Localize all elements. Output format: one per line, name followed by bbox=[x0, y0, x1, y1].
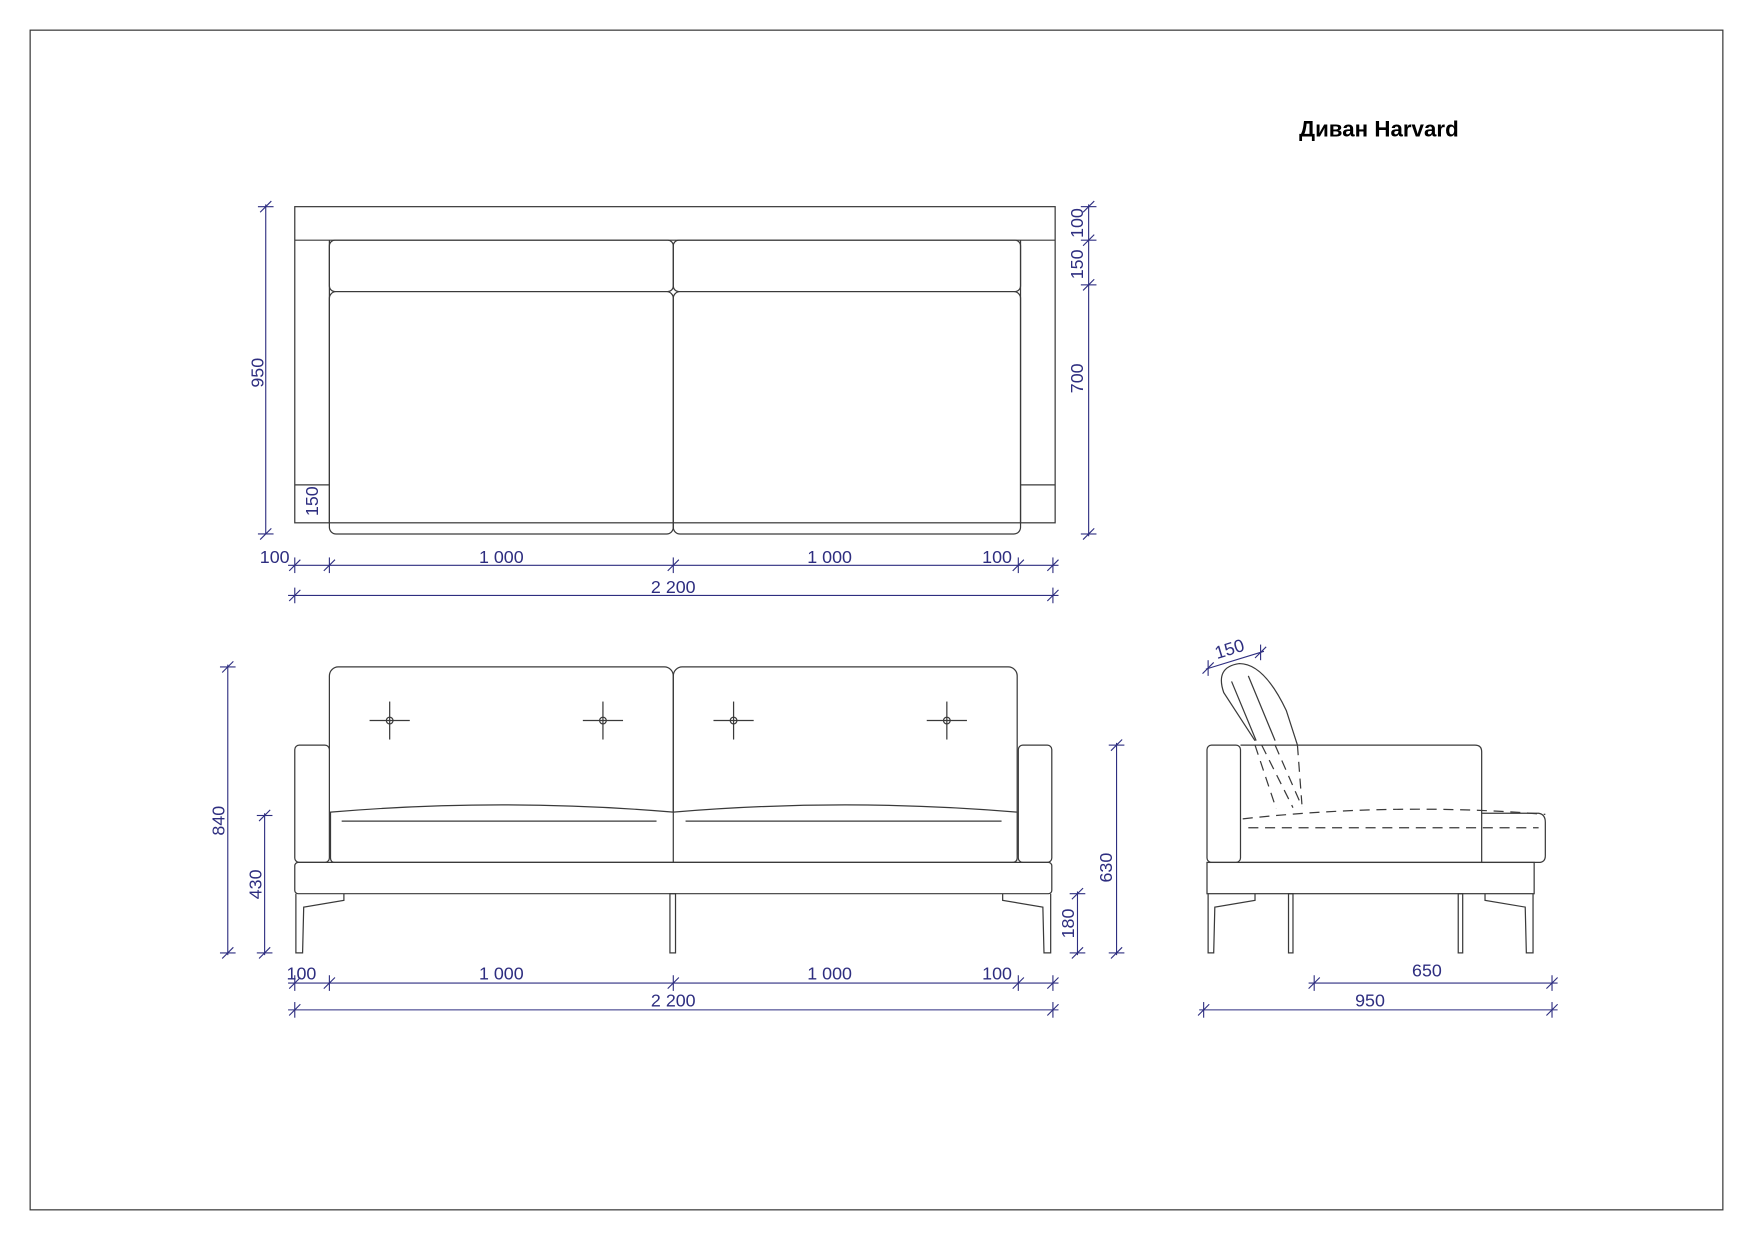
dim-height-total: 840 bbox=[208, 806, 228, 836]
dim-leg-height: 180 bbox=[1058, 909, 1078, 939]
front-view: 840 430 180 630 100 1 000 1 000 100 2 20… bbox=[208, 660, 1125, 1019]
dim-seat-depth: 700 bbox=[1067, 363, 1087, 393]
dim-arm-height: 630 bbox=[1096, 853, 1116, 883]
tufting-buttons bbox=[369, 701, 967, 740]
dim-depth-total: 950 bbox=[248, 358, 268, 388]
dim-width: 1 000 bbox=[479, 547, 524, 567]
dim-width: 100 bbox=[287, 964, 317, 984]
side-view: 150 650 950 bbox=[1197, 635, 1559, 1019]
dim-width: 100 bbox=[982, 547, 1012, 567]
drawing-title: Диван Harvard bbox=[1299, 116, 1459, 141]
dim-seat-depth: 650 bbox=[1412, 960, 1442, 980]
dim-width: 100 bbox=[260, 547, 290, 567]
dim-backrest-thickness: 150 bbox=[1212, 635, 1246, 663]
dim-width: 1 000 bbox=[479, 964, 524, 984]
dim-total-width: 2 200 bbox=[651, 991, 696, 1011]
dim-total-width: 2 200 bbox=[651, 577, 696, 597]
dim-depth-total: 950 bbox=[1355, 991, 1385, 1011]
dim-width: 1 000 bbox=[807, 547, 852, 567]
dim-seat-height: 430 bbox=[245, 869, 265, 899]
dim-width: 1 000 bbox=[807, 964, 852, 984]
dim-back-cushion: 150 bbox=[1067, 249, 1087, 279]
dim-arm-block: 150 bbox=[302, 486, 322, 516]
dim-width: 100 bbox=[982, 964, 1012, 984]
top-view: 150 950 100 150 700 100 1 000 1 000 100 … bbox=[248, 200, 1098, 604]
sheet-border bbox=[29, 29, 1724, 1211]
dim-back: 100 bbox=[1067, 208, 1087, 238]
